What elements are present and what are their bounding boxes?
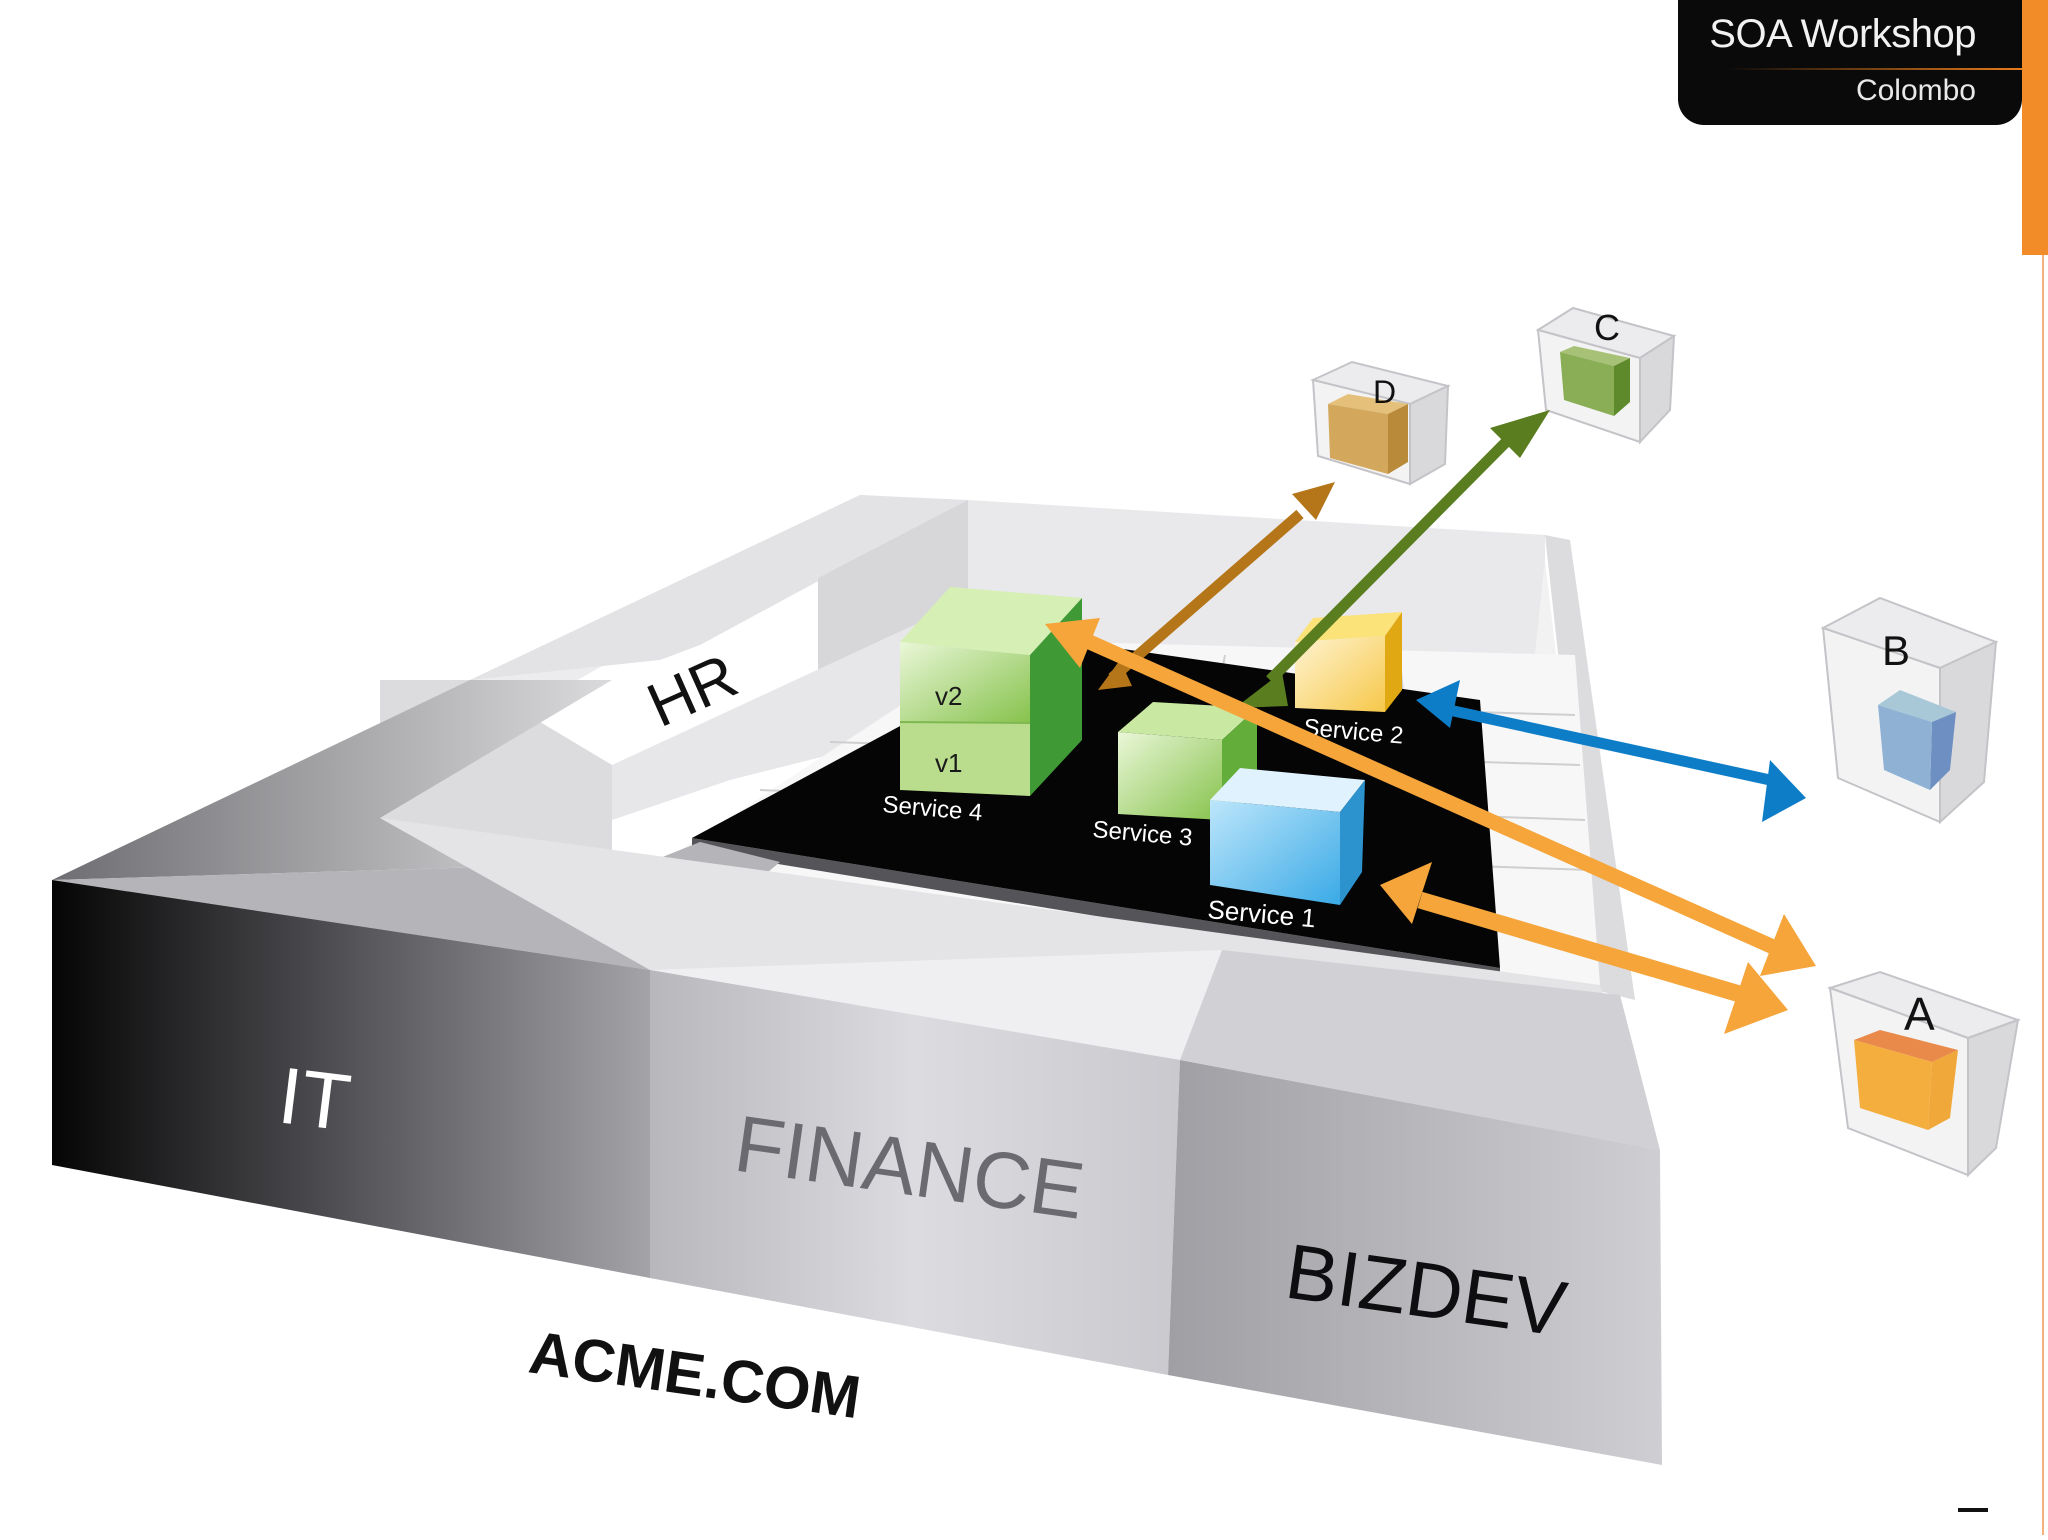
service-4-v2-block	[900, 642, 1030, 723]
service-4-cube	[899, 587, 1082, 796]
arrow-brown-to-d	[1098, 482, 1335, 690]
arrow-green-to-c	[1235, 410, 1550, 708]
company-label: ACME.COM	[525, 1319, 864, 1432]
consumer-c-label: C	[1594, 307, 1620, 348]
consumer-a-label: A	[1904, 988, 1935, 1040]
consumer-b-label: B	[1882, 627, 1910, 674]
consumer-a-cube	[1826, 970, 2021, 1178]
arrow-blue-to-b	[1416, 680, 1806, 822]
it-block	[52, 880, 650, 1278]
consumer-d-label: D	[1373, 374, 1396, 410]
service-2-cube	[1295, 612, 1402, 712]
page-marker	[1958, 1508, 1988, 1512]
bizdev-block	[1168, 1060, 1662, 1465]
consumer-d-cube	[1309, 360, 1451, 486]
workshop-header: SOA Workshop Colombo	[1678, 0, 2022, 125]
service-4-v2-label: v2	[935, 681, 962, 711]
workshop-title: SOA Workshop	[1709, 12, 1976, 56]
arrow-orange-service4-to-a	[1045, 618, 1816, 976]
consumer-b-cube	[1820, 596, 1999, 825]
hr-wall	[612, 600, 968, 820]
department-label-it: IT	[274, 1051, 355, 1148]
service-1-cube	[1210, 768, 1365, 905]
orange-accent-bar	[2022, 0, 2048, 255]
workshop-location: Colombo	[1855, 74, 1976, 107]
service-4-v1-label: v1	[935, 748, 962, 778]
finance-block	[650, 970, 1180, 1375]
title-divider	[1726, 68, 2022, 70]
service-4-v1-block	[900, 722, 1030, 796]
arrow-orange-service1-to-a	[1380, 862, 1788, 1034]
building-front-walls	[52, 680, 1662, 1465]
consumer-c-cube	[1535, 306, 1677, 445]
orange-accent-line	[2042, 255, 2044, 1535]
